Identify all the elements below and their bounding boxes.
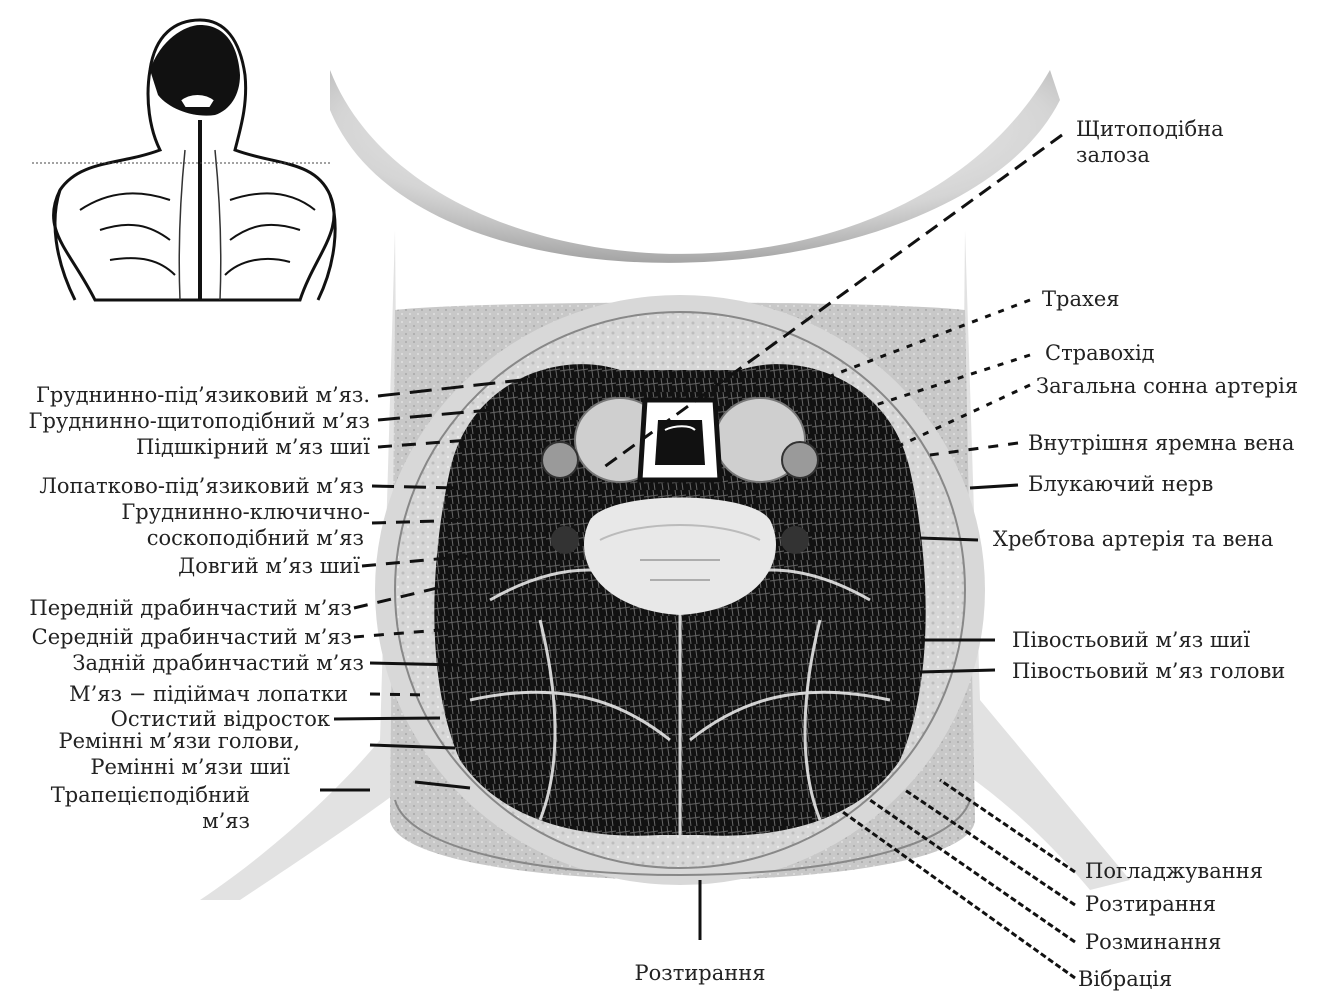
label-splenius-line1: Ремінні м’язи голови, xyxy=(59,728,301,754)
label-esophagus: Стравохід xyxy=(1045,340,1155,366)
label-technique-kneading: Розминання xyxy=(1085,929,1221,955)
label-sternocleidomastoid-line2: соскоподібний м’яз xyxy=(147,525,364,551)
label-sternocleidomastoid-line1: Груднинно-ключично- xyxy=(121,499,370,525)
label-technique-rubbing: Розтирання xyxy=(1085,891,1216,917)
label-splenius-line2: Ремінні м’язи шиї xyxy=(90,754,290,780)
label-common-carotid-artery: Загальна сонна артерія xyxy=(1036,373,1298,399)
label-thyroid-line2: залоза xyxy=(1076,142,1150,168)
label-sternohyoid: Груднинно-під’язиковий м’яз. xyxy=(36,382,370,408)
label-semispinalis-cervicis: Півостьовий м’яз шиї xyxy=(1012,627,1250,653)
label-omohyoid: Лопатково-під’язиковий м’яз xyxy=(39,473,364,499)
label-levator-scapulae: М’яз − підіймач лопатки xyxy=(69,681,348,707)
label-trapezius-line2: м’яз xyxy=(202,808,250,834)
label-anterior-scalene: Передній драбинчастий м’яз xyxy=(29,595,352,621)
label-middle-scalene: Середній драбинчастий м’яз xyxy=(32,624,352,650)
label-trapezius-line1: Трапецієподібний xyxy=(51,782,250,808)
label-vertebral-artery-vein: Хребтова артерія та вена xyxy=(993,526,1273,552)
label-vagus-nerve: Блукаючий нерв xyxy=(1028,471,1213,497)
label-thyroid-line1: Щитоподібна xyxy=(1076,116,1224,142)
label-platysma: Підшкірний м’яз шиї xyxy=(136,434,370,460)
label-longus-colli: Довгий м’яз шиї xyxy=(178,553,360,579)
label-semispinalis-capitis: Півостьовий м’яз голови xyxy=(1012,658,1285,684)
label-technique-vibration: Вібрація xyxy=(1078,966,1172,992)
label-sternothyroid: Груднинно-щитоподібний м’яз xyxy=(29,408,370,434)
label-posterior-scalene: Задній драбинчастий м’яз xyxy=(72,650,364,676)
label-internal-jugular-vein: Внутрішня яремна вена xyxy=(1028,430,1294,456)
label-bottom-rubbing: Розтирання xyxy=(610,960,790,986)
back-view-inset xyxy=(32,20,335,300)
label-technique-stroking: Погладжування xyxy=(1085,858,1263,884)
label-trachea: Трахея xyxy=(1042,286,1120,312)
